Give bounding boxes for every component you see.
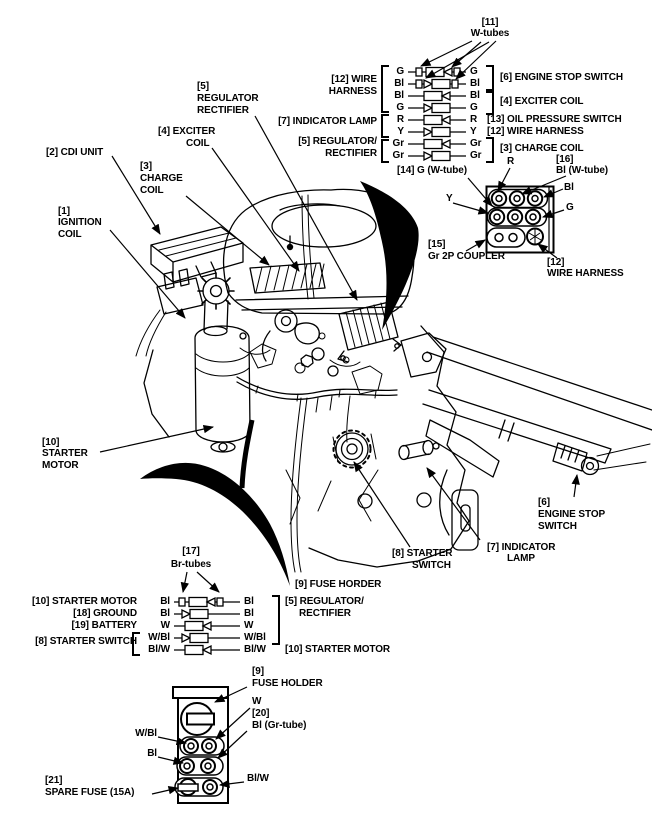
callout-2: [2] CDI UNIT <box>46 147 104 158</box>
fuse-label-9a: [9] <box>252 666 264 677</box>
fuse-label-9b: FUSE HOLDER <box>252 678 323 689</box>
wire-code: G <box>470 66 478 77</box>
bottom-row-label: [19] BATTERY <box>71 620 138 631</box>
callout-8-line2: SWITCH <box>412 560 451 571</box>
callout-1-line2: IGNITION <box>58 217 102 228</box>
fuse-label-bl: Bl <box>147 748 157 759</box>
fuse-label-21a: [21] <box>45 775 63 786</box>
callout-10-line2: STARTER <box>42 448 88 459</box>
callout-5-line2: REGULATOR <box>197 93 259 104</box>
callout-7-line2: LAMP <box>507 553 535 564</box>
wire-code: Bl <box>244 596 254 607</box>
fuse-holder-graphics <box>151 686 251 804</box>
callout-7-line1: [7] INDICATOR <box>487 542 556 553</box>
wire-code: G <box>396 102 404 113</box>
callout-9: [9] FUSE HORDER <box>295 579 382 590</box>
w-tubes-ref: [11] <box>481 17 499 28</box>
wire-code: Gr <box>392 150 405 161</box>
wire-code: W <box>244 620 254 631</box>
wire-code: Gr <box>470 138 482 149</box>
wire-code: Gr <box>392 138 405 149</box>
bottom-right-label-regulator-1: [5] REGULATOR/ <box>285 596 364 607</box>
callout-8-line1: [8] STARTER <box>392 548 453 559</box>
bottom-right-label-regulator-2: RECTIFIER <box>299 608 351 619</box>
callout-5-line3: RECTIFIER <box>197 105 249 116</box>
callout-3-line2: CHARGE <box>140 173 183 184</box>
callout-1-line3: COIL <box>58 229 82 240</box>
coupler-label-15b: Gr 2P COUPLER <box>428 251 505 262</box>
coupler-label-y: Y <box>446 193 453 204</box>
callout-10-ref: [10] <box>42 437 60 448</box>
coupler-label-bl: Bl <box>564 182 574 193</box>
top-right-label-wire-harness: [12] WIRE HARNESS <box>487 126 584 137</box>
wire-code: Bl <box>244 608 254 619</box>
fuse-label-21b: SPARE FUSE (15A) <box>45 787 135 798</box>
coupler-label-16a: [16] <box>556 154 574 165</box>
wire-code: Bl/W <box>244 644 266 655</box>
bottom-row-label: [8] STARTER SWITCH <box>35 636 137 647</box>
wire-code: Bl <box>160 596 170 607</box>
top-right-label-exciter-coil: [4] EXCITER COIL <box>500 96 584 107</box>
wire-code: R <box>396 114 404 125</box>
coupler-label-r: R <box>507 156 515 167</box>
fuse-label-blw: Bl/W <box>247 773 269 784</box>
top-right-label-engine-stop-switch: [6] ENGINE STOP SWITCH <box>500 72 624 83</box>
callout-4-line2: COIL <box>186 138 210 149</box>
top-left-label-indicator-lamp: [7] INDICATOR LAMP <box>278 116 377 127</box>
top-right-label-charge-coil: [3] CHARGE COIL <box>500 143 584 154</box>
fuse-label-wbl: W/Bl <box>135 728 157 739</box>
callout-leader-lines <box>99 115 580 548</box>
top-left-label-wire-harness-1: [12] WIRE <box>331 74 377 85</box>
wire-code: W <box>160 620 170 631</box>
wire-code: G <box>396 66 404 77</box>
coupler-label-16b: Bl (W-tube) <box>556 165 609 176</box>
bottom-harness-chart-graphics <box>132 571 280 656</box>
fuse-label-20b: Bl (Gr-tube) <box>252 720 307 731</box>
coupler-detail-graphics <box>452 167 567 259</box>
wire-code: G <box>470 102 478 113</box>
wire-code: Y <box>397 126 404 137</box>
wire-code: R <box>470 114 478 125</box>
bottom-right-label-starter-motor: [10] STARTER MOTOR <box>285 644 391 655</box>
wire-code: Bl <box>394 90 404 101</box>
coupler-label-15a: [15] <box>428 239 446 250</box>
wire-code: Bl/W <box>148 644 170 655</box>
top-left-label-regulator-1: [5] REGULATOR/ <box>298 136 377 147</box>
callout-6-ref: [6] <box>538 497 550 508</box>
callout-5-ref: [5] <box>197 81 209 92</box>
bottom-row-label: [18] GROUND <box>73 608 137 619</box>
callout-3-ref: [3] <box>140 161 152 172</box>
coupler-label-14: [14] G (W-tube) <box>397 165 467 176</box>
w-tubes-label: W-tubes <box>470 28 510 39</box>
wire-code: W/Bl <box>244 632 266 643</box>
wire-code: Bl <box>470 90 480 101</box>
engine-illustration <box>135 188 652 573</box>
br-tubes-ref: [17] <box>182 546 200 557</box>
wire-code: Bl <box>470 78 480 89</box>
wire-code: Gr <box>470 150 482 161</box>
wire-code: W/Bl <box>148 632 170 643</box>
callout-4-line1: [4] EXCITER <box>158 126 216 137</box>
fuse-label-w: W <box>252 696 262 707</box>
callout-6-line3: SWITCH <box>538 521 577 532</box>
coupler-label-12a: [12] <box>547 257 565 268</box>
top-left-label-wire-harness-2: HARNESS <box>328 86 377 97</box>
callout-6-line2: ENGINE STOP <box>538 509 606 520</box>
tear-swoosh-strokes <box>140 181 419 586</box>
callout-10-line3: MOTOR <box>42 460 79 471</box>
coupler-label-12b: WIRE HARNESS <box>547 268 624 279</box>
wire-code: Y <box>470 126 477 137</box>
fuse-label-20a: [20] <box>252 708 270 719</box>
top-harness-chart-graphics <box>381 40 497 163</box>
top-right-label-oil-pressure-switch: [13] OIL PRESSURE SWITCH <box>487 114 622 125</box>
bottom-row-label: [10] STARTER MOTOR <box>31 596 137 607</box>
coupler-label-g: G <box>566 202 574 213</box>
callout-1-ref: [1] <box>58 206 70 217</box>
callout-3-line3: COIL <box>140 185 164 196</box>
br-tubes-label: Br-tubes <box>170 559 212 570</box>
wire-code: Bl <box>394 78 404 89</box>
top-left-label-regulator-2: RECTIFIER <box>325 148 377 159</box>
wire-code: Bl <box>160 608 170 619</box>
